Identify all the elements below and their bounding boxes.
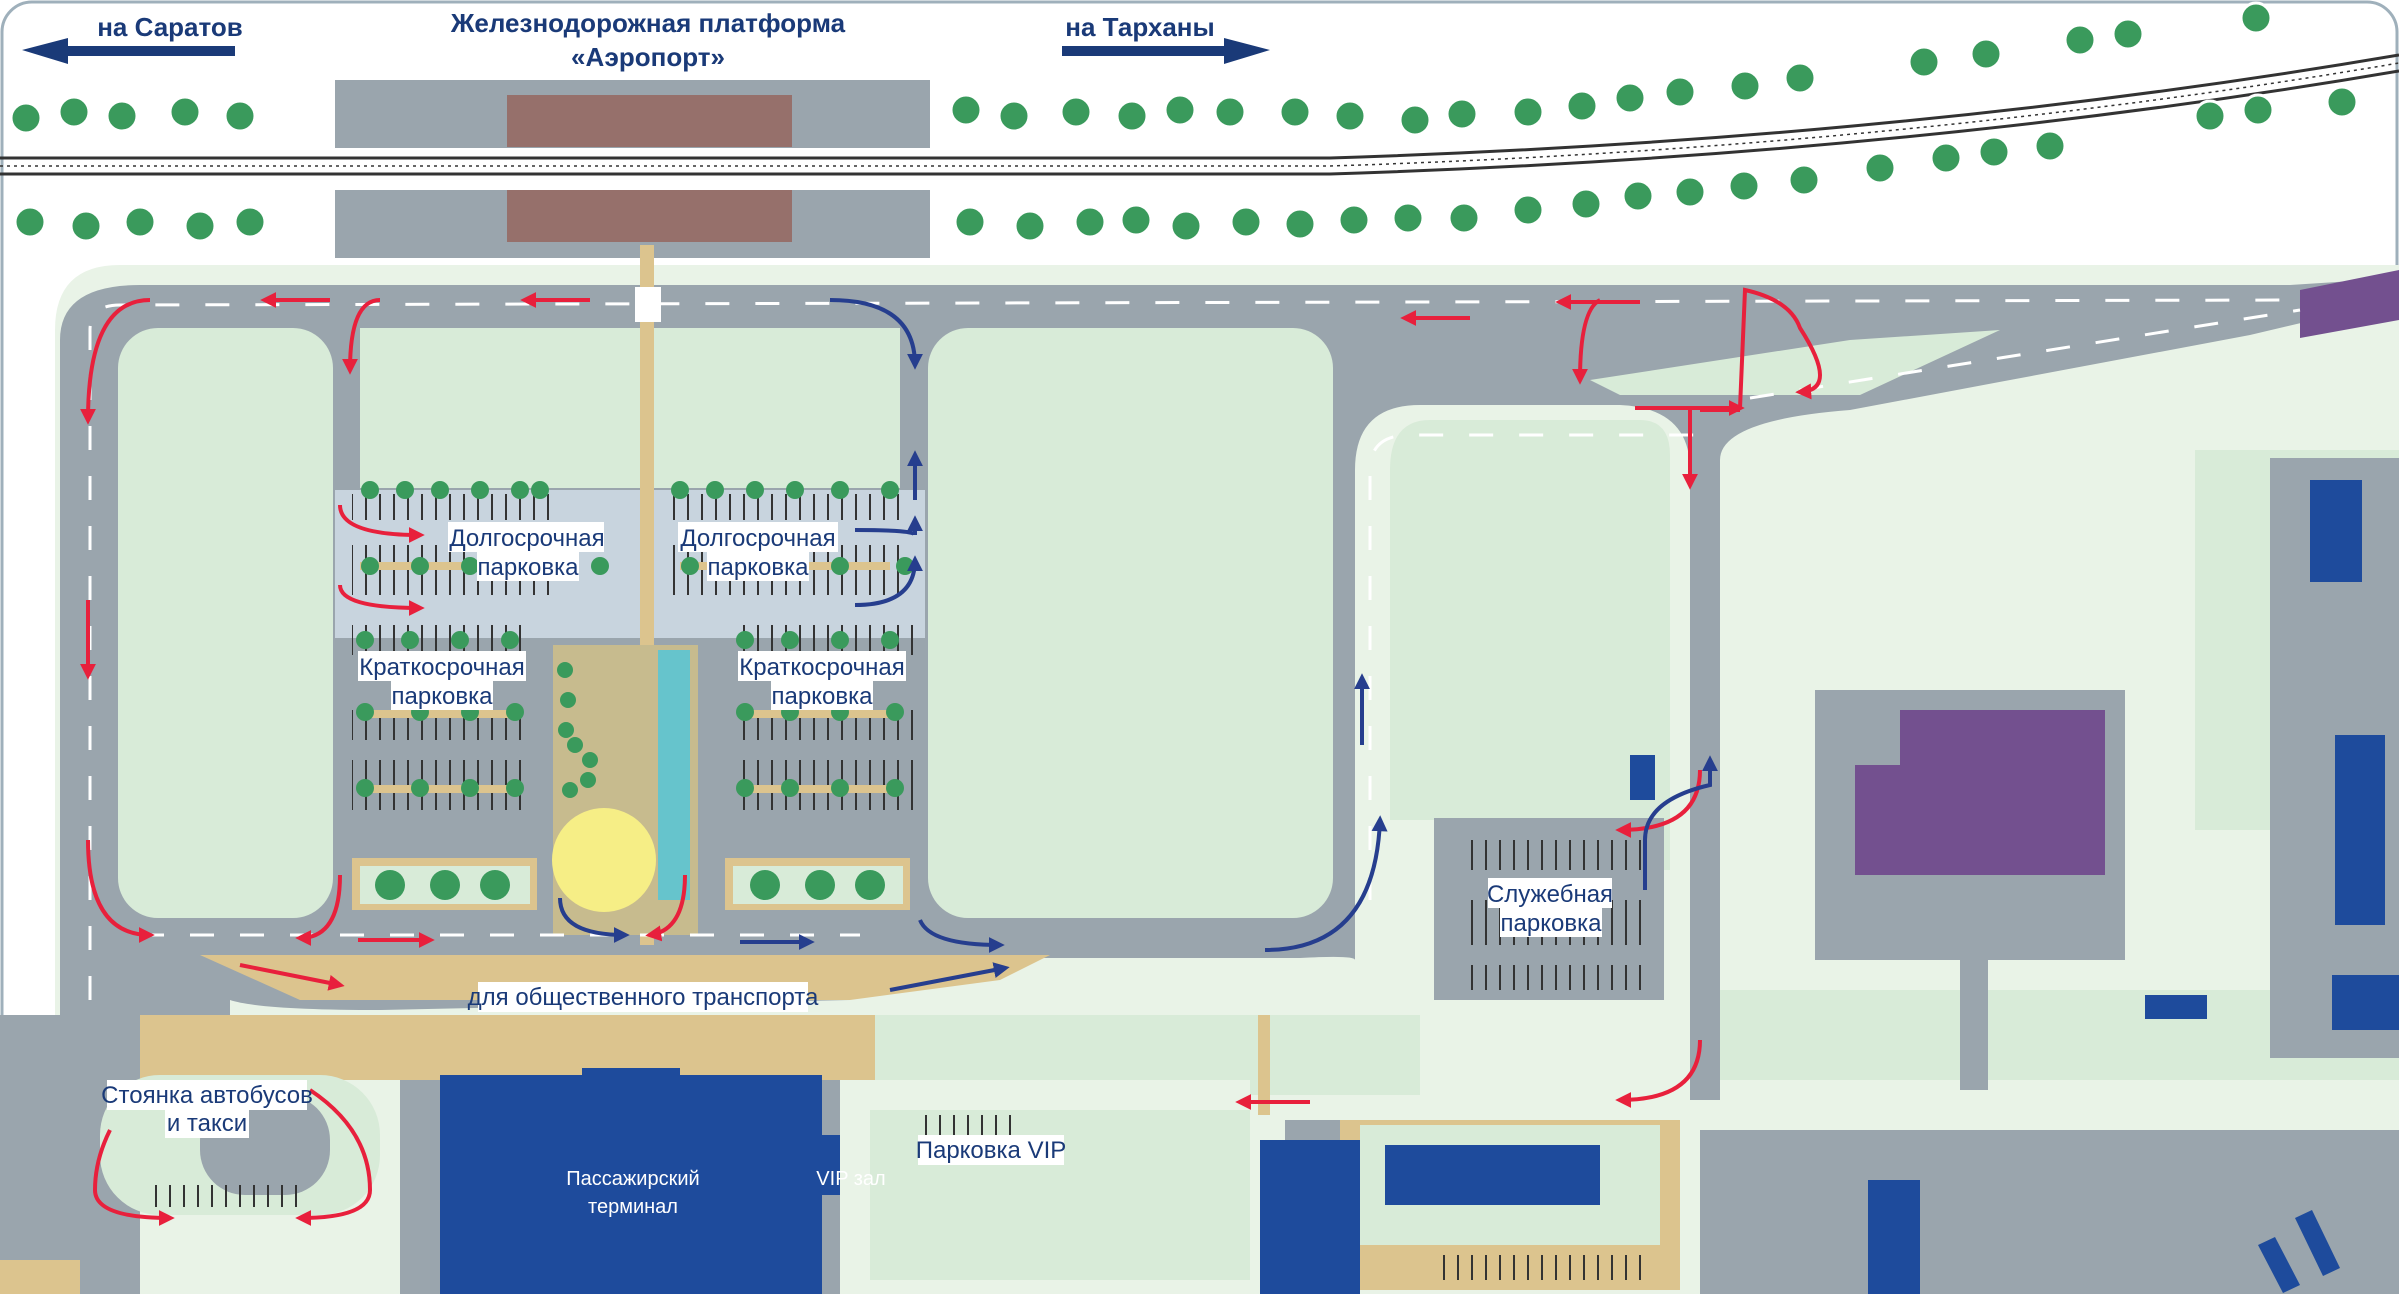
to-tarkhany-label: на Тарханы — [1065, 12, 1214, 42]
service-parking-label-2: парковка — [1501, 910, 1603, 937]
arrow-right-icon — [1062, 38, 1270, 64]
bus-taxi-label-2: и такси — [167, 1110, 247, 1137]
traffic-arrows-blue — [558, 298, 1718, 992]
purple-hangar — [1855, 710, 2105, 875]
short-term-parking-left-label-1: Краткосрочная — [359, 654, 525, 681]
direction-arrows — [22, 38, 1270, 64]
long-term-parking-left-label-2: парковка — [478, 554, 580, 581]
fountain-icon — [552, 808, 656, 912]
terminal-label-2: терминал — [588, 1196, 678, 1218]
long-term-parking-left-label-1: Долгосрочная — [449, 525, 604, 552]
vip-hall — [812, 1135, 840, 1195]
traffic-arrows-red — [80, 287, 1822, 1226]
long-term-parking-right-label-1: Долгосрочная — [680, 525, 835, 552]
platform-title-line1: Железнодорожная платформа — [450, 8, 846, 38]
buildings — [150, 270, 2399, 1294]
vip-hall-label: VIP зал — [816, 1168, 885, 1190]
label-backgrounds — [107, 522, 1612, 1165]
short-term-parking-left-label-2: парковка — [392, 683, 494, 710]
vip-parking-label: Парковка VIP — [916, 1137, 1067, 1164]
central-plaza — [352, 245, 910, 945]
service-parking-label-1: Служебная — [1487, 881, 1613, 908]
public-transport-label: для общественного транспорта — [468, 984, 819, 1011]
short-term-parking-right-label-1: Краткосрочная — [739, 654, 905, 681]
long-term-parking-right-label-2: парковка — [708, 554, 810, 581]
short-term-parking-right-label-2: парковка — [772, 683, 874, 710]
to-saratov-label: на Саратов — [97, 12, 243, 42]
lane-markings — [88, 298, 2301, 1000]
platform-title-line2: «Аэропорт» — [571, 42, 725, 72]
tree-icon — [9, 101, 43, 135]
green-areas — [118, 328, 2399, 1080]
tree-row — [9, 1, 2359, 243]
bus-taxi-label-1: Стоянка автобусов — [101, 1082, 313, 1109]
passenger-terminal — [440, 1068, 838, 1294]
terminal-label-1: Пассажирский — [566, 1168, 699, 1190]
railway-icon — [0, 53, 2399, 258]
arrow-left-icon — [22, 38, 235, 64]
